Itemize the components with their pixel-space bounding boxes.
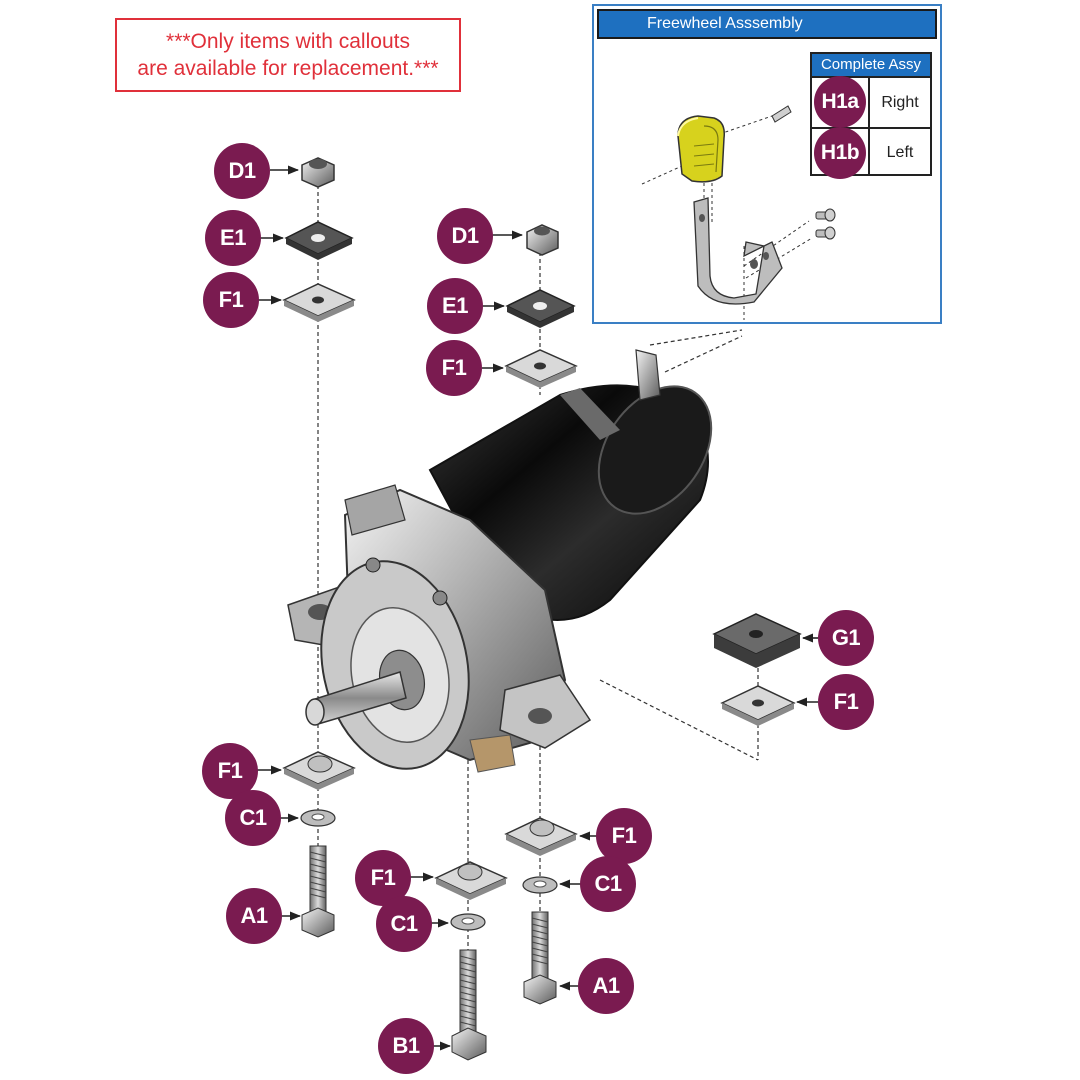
callout-g1[interactable]: G1 xyxy=(818,610,874,666)
complete-assy-header: Complete Assy xyxy=(812,54,930,78)
callout-h1b[interactable]: H1b xyxy=(814,127,866,179)
callout-a1-right[interactable]: A1 xyxy=(578,958,634,1014)
notice-line-1: ***Only items with callouts xyxy=(166,30,410,53)
plate-f1-mid-bottom xyxy=(434,861,508,900)
replacement-notice: ***Only items with callouts are availabl… xyxy=(115,18,461,92)
washer-c1-left xyxy=(300,809,336,827)
bolt-a1-left xyxy=(301,845,335,938)
callout-h1a[interactable]: H1a xyxy=(814,76,866,128)
motor-gearbox-assembly xyxy=(287,349,713,773)
bolt-a1-right xyxy=(523,911,557,1005)
callout-f1-left-top[interactable]: F1 xyxy=(203,272,259,328)
freewheel-lever-drawing xyxy=(641,105,836,320)
callout-c1-mid[interactable]: C1 xyxy=(376,896,432,952)
inset-title: Freewheel Asssembly xyxy=(597,9,937,39)
assy-row-left: H1b Left xyxy=(812,127,930,179)
washer-c1-right xyxy=(522,876,558,894)
pad-g1 xyxy=(712,613,802,668)
leader-arrows xyxy=(257,165,818,1051)
plate-f1-right-bottom xyxy=(504,817,578,856)
plate-f1-left-top xyxy=(282,283,356,322)
assy-divider xyxy=(868,78,870,127)
callout-c1-left[interactable]: C1 xyxy=(225,790,281,846)
nut-d1-mid xyxy=(526,224,559,256)
complete-assy-table: Complete Assy H1a Right H1b Left xyxy=(810,52,932,179)
callout-f1-right-bottom[interactable]: F1 xyxy=(596,808,652,864)
assy-side-right: Right xyxy=(881,93,919,111)
plate-e1-left xyxy=(284,221,354,260)
lever-screws xyxy=(815,208,836,240)
assy-row-right: H1a Right xyxy=(812,76,930,128)
callout-f1-mid-top[interactable]: F1 xyxy=(426,340,482,396)
plate-f1-left-bottom xyxy=(282,751,356,790)
assy-divider xyxy=(868,129,870,176)
callout-b1[interactable]: B1 xyxy=(378,1018,434,1074)
washer-c1-mid xyxy=(450,913,486,931)
assy-side-left: Left xyxy=(886,143,914,161)
freewheel-knob xyxy=(677,115,726,183)
callout-e1-mid[interactable]: E1 xyxy=(427,278,483,334)
callout-f1-left-bottom[interactable]: F1 xyxy=(202,743,258,799)
nut-d1-left xyxy=(301,157,335,188)
callout-a1-left[interactable]: A1 xyxy=(226,888,282,944)
freewheel-assembly-inset: Freewheel Asssembly xyxy=(592,4,942,324)
callout-f1-right[interactable]: F1 xyxy=(818,674,874,730)
plate-e1-mid xyxy=(505,289,576,328)
callout-c1-right[interactable]: C1 xyxy=(580,856,636,912)
freewheel-lever xyxy=(693,197,783,305)
callout-e1-left[interactable]: E1 xyxy=(205,210,261,266)
plate-f1-mid-top xyxy=(504,349,578,388)
callout-d1-left[interactable]: D1 xyxy=(214,143,270,199)
pin xyxy=(771,105,792,123)
callout-d1-mid[interactable]: D1 xyxy=(437,208,493,264)
bolt-b1 xyxy=(451,949,487,1061)
notice-line-2: are available for replacement.*** xyxy=(137,57,439,80)
plate-f1-right xyxy=(720,685,796,726)
